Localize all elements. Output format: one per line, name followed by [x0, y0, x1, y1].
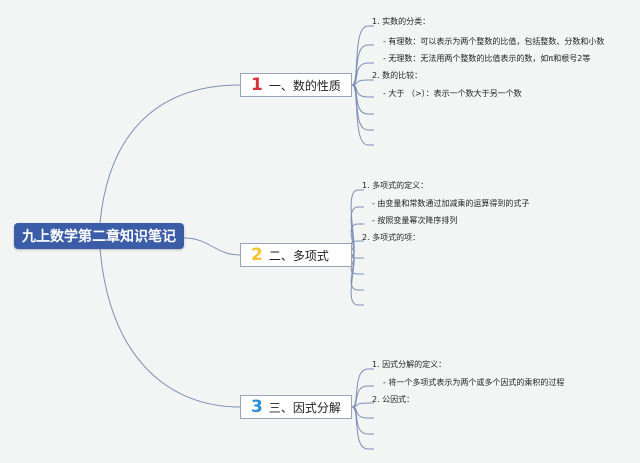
leaf-text[interactable]: 2. 多项式的项：	[362, 233, 421, 242]
leaf-text[interactable]: - 无理数：无法用两个整数的比值表示的数，如π和根号2等	[383, 54, 591, 63]
leaf-text[interactable]: 1. 多项式的定义：	[362, 181, 429, 190]
branch-factorization[interactable]: 3 三、因式分解	[240, 395, 352, 419]
branch-2-connector	[350, 189, 359, 256]
branch-3-connector	[351, 385, 369, 408]
branch-3-connector	[351, 406, 369, 450]
leaf-text[interactable]: - 有理数：可以表示为两个整数的比值，包括整数、分数和小数	[383, 37, 605, 46]
branch-label: 三、因式分解	[268, 400, 341, 415]
leaf-text[interactable]: - 由变量和常数通过加减乘的运算得到的式子	[372, 199, 530, 208]
leaf-text[interactable]: 1. 实数的分类：	[372, 17, 431, 26]
root-to-branch-2-link	[183, 237, 241, 256]
leaf-text[interactable]: - 大于 （>）：表示一个数大于另一个数	[383, 89, 522, 98]
branch-1-connector	[351, 84, 369, 131]
branch-label: 一、数的性质	[268, 78, 341, 93]
root-to-branch-3-link	[99, 248, 241, 408]
branch-1-connector	[351, 25, 369, 86]
branch-1-connector	[351, 84, 369, 146]
leaf-text[interactable]: - 将一个多项式表示为两个或多个因式的乘积的过程	[383, 378, 565, 387]
root-title: 九上数学第二章知识笔记	[22, 229, 176, 245]
branch-2-connector	[350, 223, 359, 256]
branch-3-connector	[351, 368, 369, 408]
leaf-text[interactable]: - 按照变量幂次降序排列	[372, 216, 458, 225]
leaf-text[interactable]: 2. 公因式：	[372, 395, 415, 404]
branch-number-2: 2	[251, 244, 263, 265]
branch-1-connector	[351, 62, 369, 86]
leaf-text[interactable]: 2. 数的比较：	[372, 71, 423, 80]
branch-number-1: 1	[251, 74, 263, 95]
branch-number-properties[interactable]: 1 一、数的性质	[240, 73, 352, 97]
branch-2-connector	[350, 254, 359, 306]
branch-label: 二、多项式	[268, 248, 329, 263]
branch-1-connector	[351, 44, 369, 86]
branch-polynomials[interactable]: 2 二、多项式	[240, 243, 352, 267]
root-to-branch-1-link	[99, 84, 241, 224]
root-node[interactable]: 九上数学第二章知识笔记	[14, 223, 184, 249]
branch-number-3: 3	[251, 396, 263, 417]
leaf-text[interactable]: 1. 因式分解的定义：	[372, 360, 447, 369]
